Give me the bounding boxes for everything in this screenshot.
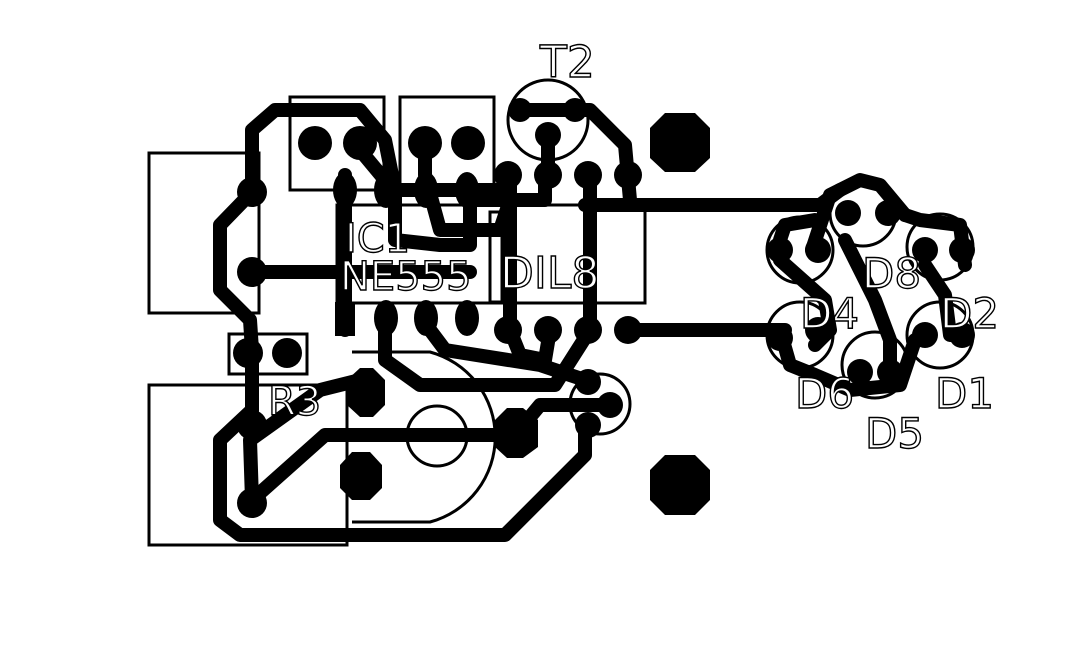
outline-connector-top [147,151,261,315]
pad [767,237,793,263]
pad [614,161,642,189]
trace-25 [918,258,957,342]
mounting-hole [650,455,710,515]
pad [875,200,901,226]
label-d1: D1 [935,369,994,418]
trace-16 [423,323,592,387]
trace-18 [213,403,592,542]
trace-21 [805,173,912,257]
pad [574,316,602,344]
pad-oct [340,452,382,500]
pad [451,126,485,160]
pad [343,126,377,160]
pad [877,359,903,385]
outline-jumper [227,332,309,376]
pad-ic1-6 [414,172,438,208]
label-ic1-value: NE555 [340,254,472,300]
silkscreen-text: T2 IC1 NE555 DIL8 D8 D2 D4 D6 D1 D5 R3 [267,36,999,458]
pad-ic1-3 [414,300,438,336]
pad [494,316,522,344]
pad [534,161,562,189]
trace-2 [213,185,259,417]
label-d4: D4 [800,289,859,338]
pad-ic1-8 [333,172,357,208]
trace-13 [513,103,637,207]
pad [534,316,562,344]
pad [575,369,601,395]
pad-oct [347,368,385,417]
trace-26 [773,323,922,397]
copper-traces [213,103,972,542]
pad [614,316,642,344]
pad-ic1-1 [335,302,355,336]
pad-ic1-7 [374,172,398,208]
pad [237,410,267,440]
pads [233,98,975,518]
pad [949,322,975,348]
pad [949,237,975,263]
pad-oct [495,408,538,458]
pad-ic1-4 [455,300,479,336]
trace-24 [838,233,897,377]
pad [912,237,938,263]
pad [597,392,623,418]
pad [574,161,602,189]
trace-19 [245,428,522,507]
label-ic1-package: DIL8 [500,248,599,299]
pad [912,322,938,348]
pad [272,338,302,368]
pad [237,488,267,518]
pad-ic1-5 [455,172,479,208]
trace-1 [245,103,477,252]
pad [508,98,532,122]
mounting-hole [650,113,710,172]
pad [237,177,267,207]
label-t2: T2 [539,37,595,88]
pad [835,200,861,226]
pad [494,161,522,189]
label-ic1-name: IC1 [345,216,410,262]
pad [535,122,561,148]
pad [767,325,793,351]
trace-17 [243,373,367,507]
pad [408,126,442,160]
outline-ic1-label-box [488,210,504,304]
pad [575,412,601,438]
pad [563,98,587,122]
pad [805,317,831,343]
pad [237,257,267,287]
pad [805,237,831,263]
label-d6: D6 [795,369,854,418]
pad [298,126,332,160]
trace-27 [773,213,822,247]
label-d2: D2 [940,289,999,338]
label-r3: R3 [268,379,321,425]
label-d8: D8 [862,249,921,298]
pad [233,338,263,368]
pad-ic1-2 [374,300,398,336]
pad [847,359,873,385]
label-d5: D5 [865,409,924,458]
